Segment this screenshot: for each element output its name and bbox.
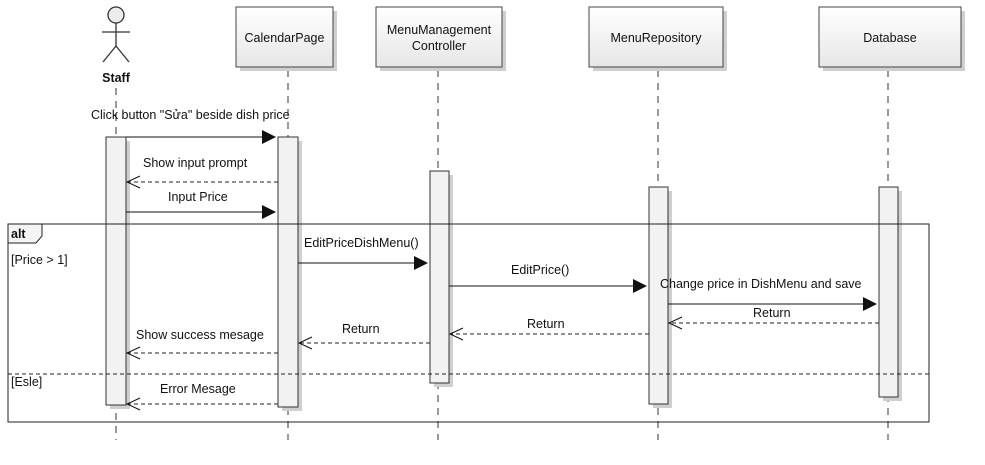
- message-error: Error Mesage: [125, 382, 278, 411]
- activation-db: [878, 186, 902, 401]
- participant-controller-label-line2: Controller: [412, 39, 466, 53]
- message-return-controller: Return: [297, 322, 430, 350]
- participant-db-label: Database: [863, 31, 917, 45]
- actor-label: Staff: [102, 71, 131, 85]
- alt-fragment-frame: [7, 223, 930, 423]
- alt-guard-2: [Esle]: [11, 375, 42, 389]
- message-show-input-prompt: Show input prompt: [125, 156, 278, 189]
- message-label: Show success mesage: [136, 328, 264, 342]
- message-label: EditPriceDishMenu(): [304, 236, 419, 250]
- alt-operator-label: alt: [11, 227, 26, 241]
- activation-controller: [429, 170, 453, 387]
- message-show-success: Show success mesage: [125, 328, 278, 360]
- activation-calendar: [277, 136, 302, 411]
- message-label: Click button "Sửa" beside dish price: [91, 108, 290, 122]
- alt-fragment-tab: [7, 223, 43, 244]
- participant-controller-label-line1: MenuManagement: [387, 23, 492, 37]
- message-input-price: Input Price: [126, 190, 276, 219]
- message-change-price: Change price in DishMenu and save: [660, 277, 877, 311]
- message-label: Return: [753, 306, 791, 320]
- activation-repo: [648, 186, 672, 408]
- activation-staff: [105, 136, 130, 409]
- message-label: Input Price: [168, 190, 228, 204]
- participant-calendar-label: CalendarPage: [245, 31, 325, 45]
- participant-calendar: CalendarPage: [235, 6, 337, 71]
- message-return-db: Return: [667, 306, 879, 330]
- message-edit-price-dish-menu: EditPriceDishMenu(): [298, 236, 428, 270]
- message-label: Return: [342, 322, 380, 336]
- participant-controller: MenuManagement Controller: [375, 6, 506, 71]
- message-edit-price: EditPrice(): [449, 263, 647, 293]
- message-return-repo: Return: [448, 317, 649, 341]
- staff-actor-icon: [102, 6, 130, 63]
- alt-guard-1: [Price > 1]: [11, 253, 68, 267]
- participant-db: Database: [818, 6, 965, 71]
- message-label: Return: [527, 317, 565, 331]
- message-label: Change price in DishMenu and save: [660, 277, 862, 291]
- participant-repo: MenuRepository: [588, 6, 727, 71]
- message-label: Error Mesage: [160, 382, 236, 396]
- message-label: Show input prompt: [143, 156, 248, 170]
- participant-repo-label: MenuRepository: [610, 31, 702, 45]
- message-label: EditPrice(): [511, 263, 569, 277]
- message-click-button: Click button "Sửa" beside dish price: [91, 108, 290, 144]
